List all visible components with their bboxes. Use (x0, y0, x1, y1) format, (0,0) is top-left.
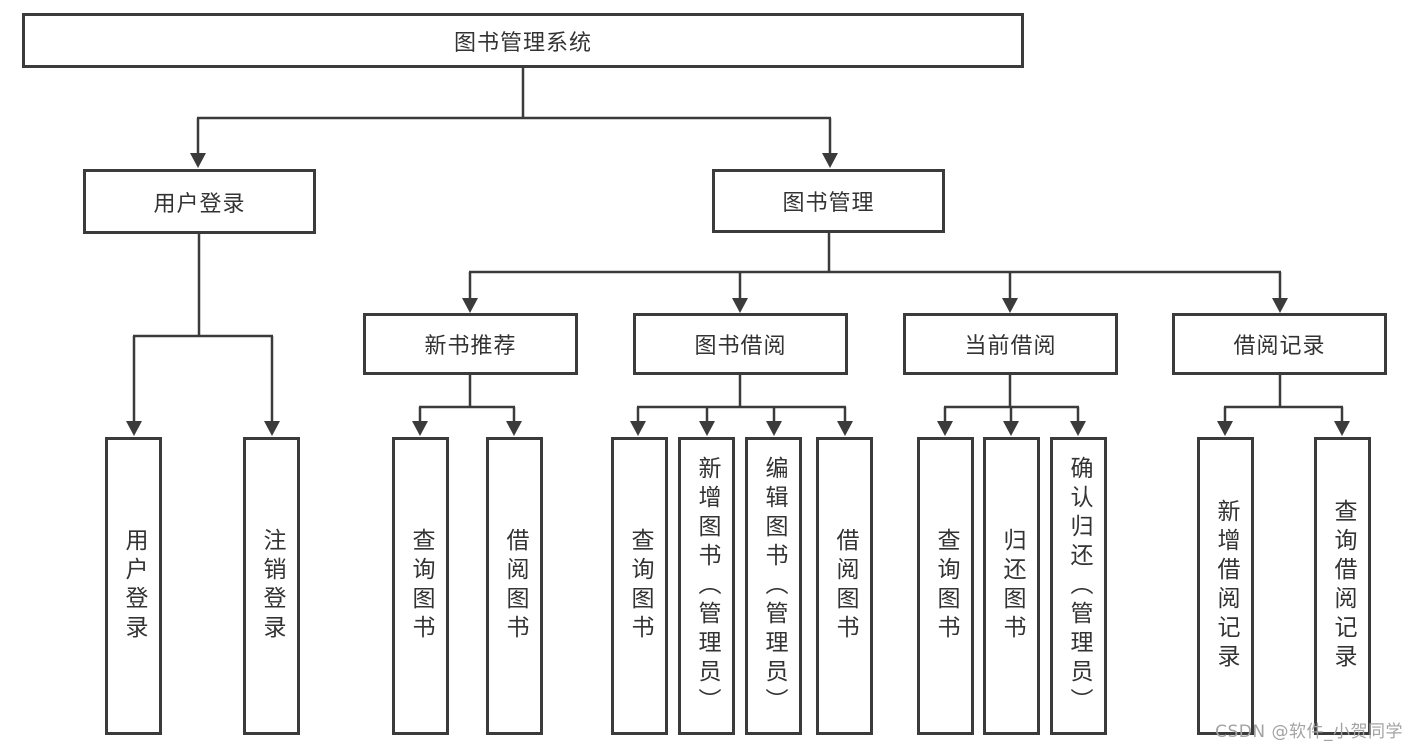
arrow-down-icon (1334, 421, 1350, 436)
arrow-down-icon (264, 421, 280, 436)
arrow-down-icon (822, 153, 838, 168)
leaf-query-books-current: 查询图书 (917, 437, 974, 735)
arrow-down-icon (766, 421, 782, 436)
arrow-down-icon (412, 421, 428, 436)
arrow-down-icon (837, 421, 853, 436)
leaf-borrow-books-recommend: 借阅图书 (486, 437, 543, 735)
node-borrow-records: 借阅记录 (1172, 313, 1387, 375)
leaf-return-book: 归还图书 (983, 437, 1040, 735)
leaf-label: 新增借阅记录 (1213, 499, 1239, 673)
arrow-down-icon (630, 421, 646, 436)
leaf-label: 归还图书 (999, 528, 1025, 644)
arrow-down-icons (126, 153, 1350, 436)
leaf-query-borrow-record: 查询借阅记录 (1314, 437, 1371, 735)
leaf-confirm-return-admin: 确认归还（管理员） (1050, 437, 1107, 735)
node-root: 图书管理系统 (22, 13, 1024, 68)
arrow-down-icon (1003, 421, 1019, 436)
leaf-label: 查询图书 (627, 528, 653, 644)
leaf-label: 用户登录 (121, 528, 147, 644)
node-book-management: 图书管理 (712, 169, 945, 233)
leaf-label: 新增图书（管理员） (694, 455, 720, 717)
arrow-down-icon (699, 421, 715, 436)
arrow-down-icon (937, 421, 953, 436)
leaf-borrow-books: 借阅图书 (816, 437, 873, 735)
leaf-label: 确认归还（管理员） (1066, 455, 1092, 717)
leaf-label: 编辑图书（管理员） (761, 455, 787, 717)
node-book-borrow: 图书借阅 (633, 313, 848, 375)
arrow-down-icon (462, 298, 478, 313)
leaf-label: 借阅图书 (832, 528, 858, 644)
node-current-borrow: 当前借阅 (903, 313, 1118, 375)
leaf-logout: 注销登录 (243, 437, 300, 735)
arrow-down-icon (1272, 298, 1288, 313)
connector-lines (132, 68, 1344, 422)
arrow-down-icon (506, 421, 522, 436)
arrow-down-icon (126, 421, 142, 436)
arrow-down-icon (1217, 421, 1233, 436)
leaf-add-borrow-record: 新增借阅记录 (1197, 437, 1254, 735)
leaf-edit-book-admin: 编辑图书（管理员） (745, 437, 802, 735)
leaf-label: 借阅图书 (502, 528, 528, 644)
leaf-label: 查询图书 (933, 528, 959, 644)
leaf-label: 注销登录 (259, 528, 285, 644)
leaf-user-login: 用户登录 (105, 437, 162, 735)
arrow-down-icon (1070, 421, 1086, 436)
watermark-text: CSDN @软件_小贺同学 (1215, 722, 1403, 742)
arrow-down-icon (190, 153, 206, 168)
leaf-label: 查询借阅记录 (1330, 499, 1356, 673)
arrow-down-icon (732, 298, 748, 313)
leaf-query-books-borrow: 查询图书 (611, 437, 668, 735)
leaf-query-books-recommend: 查询图书 (392, 437, 449, 735)
leaf-label: 查询图书 (408, 528, 434, 644)
arrow-down-icon (1002, 298, 1018, 313)
node-new-book-recommend: 新书推荐 (363, 313, 578, 375)
leaf-add-book-admin: 新增图书（管理员） (678, 437, 735, 735)
node-user-login: 用户登录 (83, 169, 316, 234)
